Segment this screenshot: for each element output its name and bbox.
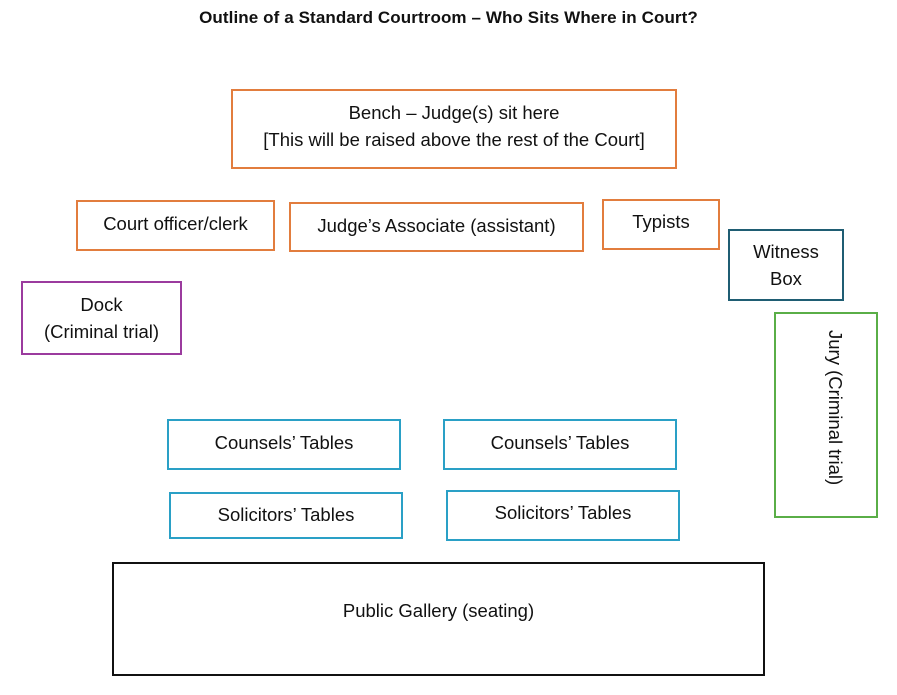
witness-label-line2: Box: [770, 268, 802, 289]
counsels-table-left: Counsels’ Tables: [167, 419, 401, 470]
dock-box: Dock (Criminal trial): [21, 281, 182, 355]
solicitors-table-left-label: Solicitors’ Tables: [217, 504, 355, 525]
typists-box: Typists: [602, 199, 720, 250]
bench-box: Bench – Judge(s) sit here [This will be …: [231, 89, 677, 169]
jury-box: Jury (Criminal trial): [774, 312, 878, 518]
public-gallery-box: Public Gallery (seating): [112, 562, 765, 676]
public-gallery-label: Public Gallery (seating): [342, 600, 535, 621]
witness-label-line1: Witness: [753, 241, 819, 262]
dock-label-line1: Dock: [80, 294, 123, 315]
diagram-title: Outline of a Standard Courtroom – Who Si…: [199, 8, 698, 27]
judges-associate-box: Judge’s Associate (assistant): [289, 202, 584, 252]
court-officer-box: Court officer/clerk: [76, 200, 275, 251]
counsels-table-left-label: Counsels’ Tables: [214, 432, 354, 453]
court-officer-label: Court officer/clerk: [103, 213, 248, 234]
dock-label-line2: (Criminal trial): [43, 321, 160, 342]
counsels-table-right-label: Counsels’ Tables: [490, 432, 630, 453]
solicitors-table-right-label: Solicitors’ Tables: [494, 502, 632, 523]
jury-label: Jury (Criminal trial): [825, 330, 846, 486]
solicitors-table-left: Solicitors’ Tables: [169, 492, 403, 539]
witness-box: Witness Box: [728, 229, 844, 301]
counsels-table-right: Counsels’ Tables: [443, 419, 677, 470]
bench-note: [This will be raised above the rest of t…: [263, 129, 645, 150]
solicitors-table-right: Solicitors’ Tables: [446, 490, 680, 541]
bench-label: Bench – Judge(s) sit here: [348, 102, 560, 123]
judges-associate-label: Judge’s Associate (assistant): [317, 215, 556, 236]
typists-label: Typists: [632, 211, 690, 232]
